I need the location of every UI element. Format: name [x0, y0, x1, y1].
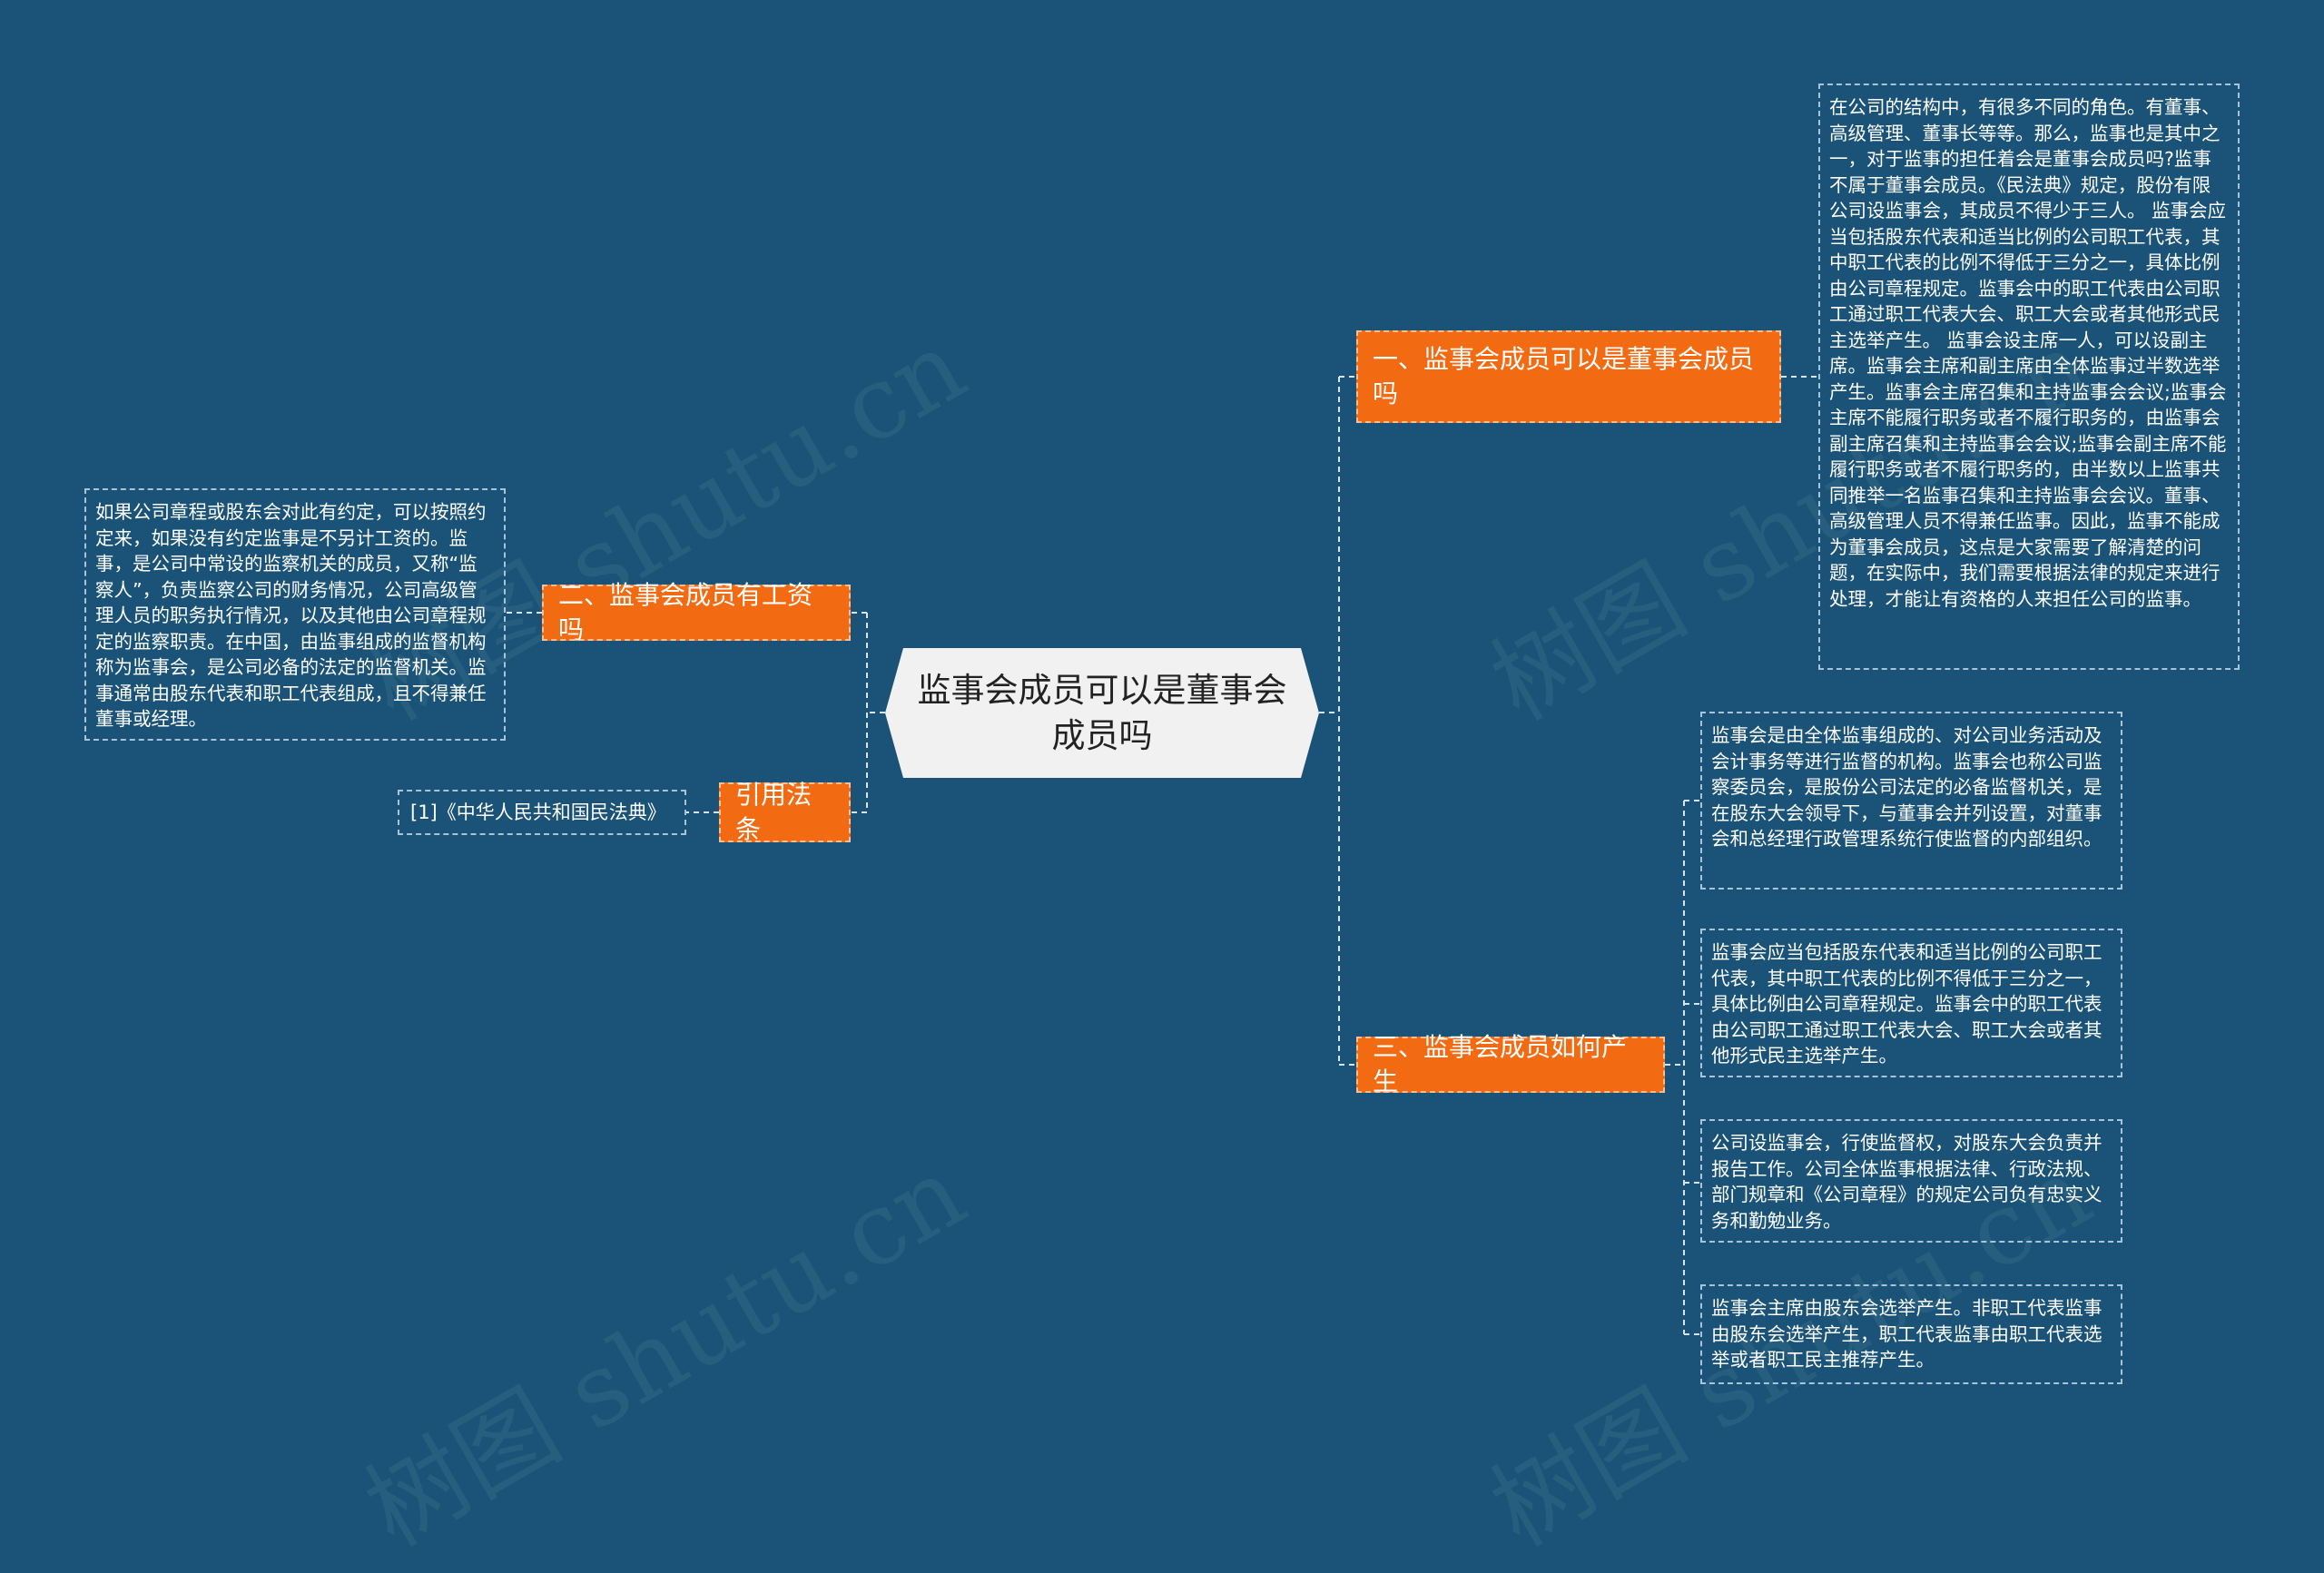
leaf-note-3-1: 监事会是由全体监事组成的、对公司业务活动及会计事务等进行监督的机构。监事会也称公…	[1700, 712, 2122, 890]
leaf-note-3-2: 监事会应当包括股东代表和适当比例的公司职工代表，其中职工代表的比例不得低于三分之…	[1700, 929, 2122, 1077]
leaf-note-2-1: 如果公司章程或股东会对此有约定，可以按照约定来，如果没有约定监事是不另计工资的。…	[84, 488, 506, 741]
leaf-note-3-3: 公司设监事会，行使监督权，对股东大会负责并报告工作。公司全体监事根据法律、行政法…	[1700, 1119, 2122, 1243]
leaf-note-1-1: 在公司的结构中，有很多不同的角色。有董事、高级管理、董事长等等。那么，监事也是其…	[1818, 84, 2240, 670]
mindmap-canvas: 树图 shutu.cn 树图 shutu.cn 树图 shutu.cn 树图 s…	[84, 84, 2240, 1568]
leaf-note-3-4: 监事会主席由股东会选举产生。非职工代表监事由股东会选举产生，职工代表监事由职工代…	[1700, 1284, 2122, 1384]
root-topic[interactable]: 监事会成员可以是董事会成员吗	[885, 648, 1319, 778]
branch-node-2[interactable]: 二、监事会成员有工资吗	[542, 580, 851, 644]
branch-node-3[interactable]: 三、监事会成员如何产生	[1356, 1032, 1665, 1096]
branch-node-citation[interactable]: 引用法条	[719, 780, 851, 844]
connector-lines	[506, 376, 1818, 1335]
branch-node-1[interactable]: 一、监事会成员可以是董事会成员吗	[1356, 330, 1781, 423]
citation-note: [1]《中华人民共和国民法典》	[398, 790, 686, 835]
